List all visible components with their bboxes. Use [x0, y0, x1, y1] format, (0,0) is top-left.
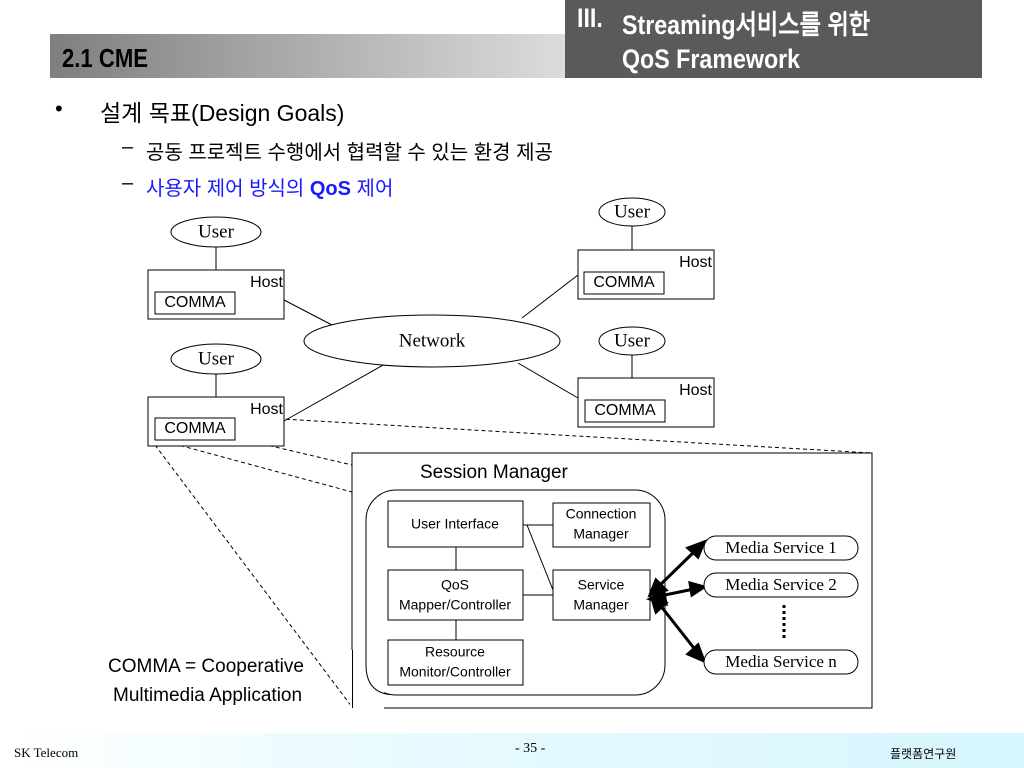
footer-page-number: - 35 - [515, 741, 546, 756]
chapter-box [565, 0, 982, 78]
network-label: Network [399, 330, 466, 351]
chapter-title-line1: Streaming서비스를 위한 [622, 10, 871, 40]
service-manager-line2: Manager [573, 597, 629, 613]
link-ui-service [526, 524, 554, 591]
user-label-1: User [198, 221, 235, 242]
network-node [303, 314, 561, 368]
inner-box-corner [365, 650, 390, 696]
connection-manager-line1: Connection [566, 506, 637, 522]
dash-symbol: – [122, 136, 134, 158]
comma-definition-line2: Multimedia Application [113, 685, 303, 706]
footer-company: SK Telecom [14, 745, 79, 760]
comma-label-1: COMMA [164, 294, 226, 311]
media-service-2-label: Media Service 2 [725, 575, 836, 594]
link-host3-network [521, 274, 579, 319]
resource-monitor-line2: Monitor/Controller [399, 664, 511, 680]
arrowhead-media2 [688, 580, 708, 598]
service-manager-line1: Service [578, 577, 625, 593]
comma-label-3: COMMA [593, 274, 655, 291]
host-label-2: Host [250, 401, 283, 418]
footer-department: 플랫폼연구원 [890, 747, 957, 761]
text-overlap-mask [350, 650, 384, 710]
media-service-1-label: Media Service 1 [725, 538, 836, 557]
arrowhead-mediaN [685, 642, 707, 664]
user-label-2: User [198, 348, 235, 369]
arrowhead-service-1 [647, 577, 669, 598]
qos-mapper-line1: QoS [441, 577, 469, 593]
user-node-3 [598, 197, 666, 227]
comma-box-2 [154, 417, 236, 441]
comma-label-2: COMMA [164, 420, 226, 437]
host-label-4: Host [679, 382, 712, 399]
arrowhead-media1 [685, 539, 707, 560]
media-service-2-box [703, 572, 859, 598]
qos-mapper-line2: Mapper/Controller [399, 597, 511, 613]
chapter-title-line2: QoS Framework [622, 44, 801, 74]
arrow-service-media1 [655, 547, 699, 590]
chapter-number: III. [577, 3, 603, 33]
sub-bullet-collaboration: 공동 프로젝트 수행에서 협력할 수 있는 환경 제공 [146, 142, 553, 164]
footer-bar [0, 733, 1024, 768]
user-node-4 [598, 326, 666, 356]
header-bar [50, 34, 565, 78]
media-service-n-box [703, 649, 859, 675]
section-title: 2.1 CME [62, 43, 148, 73]
host-label-3: Host [679, 254, 712, 271]
comma-box-1 [154, 291, 236, 315]
bullet-symbol: • [55, 96, 63, 121]
arrow-service-mediaN [658, 604, 699, 653]
user-interface-label: User Interface [411, 516, 499, 532]
connection-manager-box [552, 502, 651, 548]
arrowhead-service-3 [649, 595, 669, 615]
user-node-2 [170, 343, 262, 375]
session-manager-title: Session Manager [420, 462, 569, 483]
service-manager-box [552, 569, 651, 621]
resource-monitor-line1: Resource [425, 644, 485, 660]
sub2-prefix: 사용자 제어 방식의 [146, 178, 310, 200]
qos-mapper-box [387, 569, 524, 621]
user-label-3: User [614, 201, 651, 222]
architecture-diagram: User Host COMMA User Host COMMA User Hos… [147, 197, 873, 709]
resource-monitor-box [387, 639, 524, 686]
comma-definition-line1: COMMA = Cooperative [108, 656, 304, 677]
user-interface-box [387, 500, 524, 548]
dash-symbol: – [122, 172, 134, 194]
user-label-4: User [614, 330, 651, 351]
connection-manager-line2: Manager [573, 526, 629, 542]
media-service-n-label: Media Service n [725, 652, 837, 671]
comma-label-4: COMMA [594, 402, 656, 419]
comma-box-3 [583, 271, 665, 295]
user-node-1 [170, 216, 262, 248]
sub-bullet-qos-control: 사용자 제어 방식의 QoS 제어 [146, 172, 393, 201]
session-overlay [352, 650, 390, 708]
comma-box-4 [584, 399, 666, 423]
host-label-1: Host [250, 274, 283, 291]
bullet-design-goals: 설계 목표(Design Goals) [100, 100, 345, 126]
link-host4-network [517, 362, 579, 399]
media-service-1-box [703, 535, 859, 561]
link-host1-network [283, 299, 333, 326]
sub2-suffix: 제어 [351, 178, 394, 200]
sub2-bold: QoS [309, 178, 351, 200]
zoom-line-bottom [154, 444, 353, 708]
zoom-line-middle [159, 439, 353, 493]
link-host2-network [283, 363, 386, 422]
